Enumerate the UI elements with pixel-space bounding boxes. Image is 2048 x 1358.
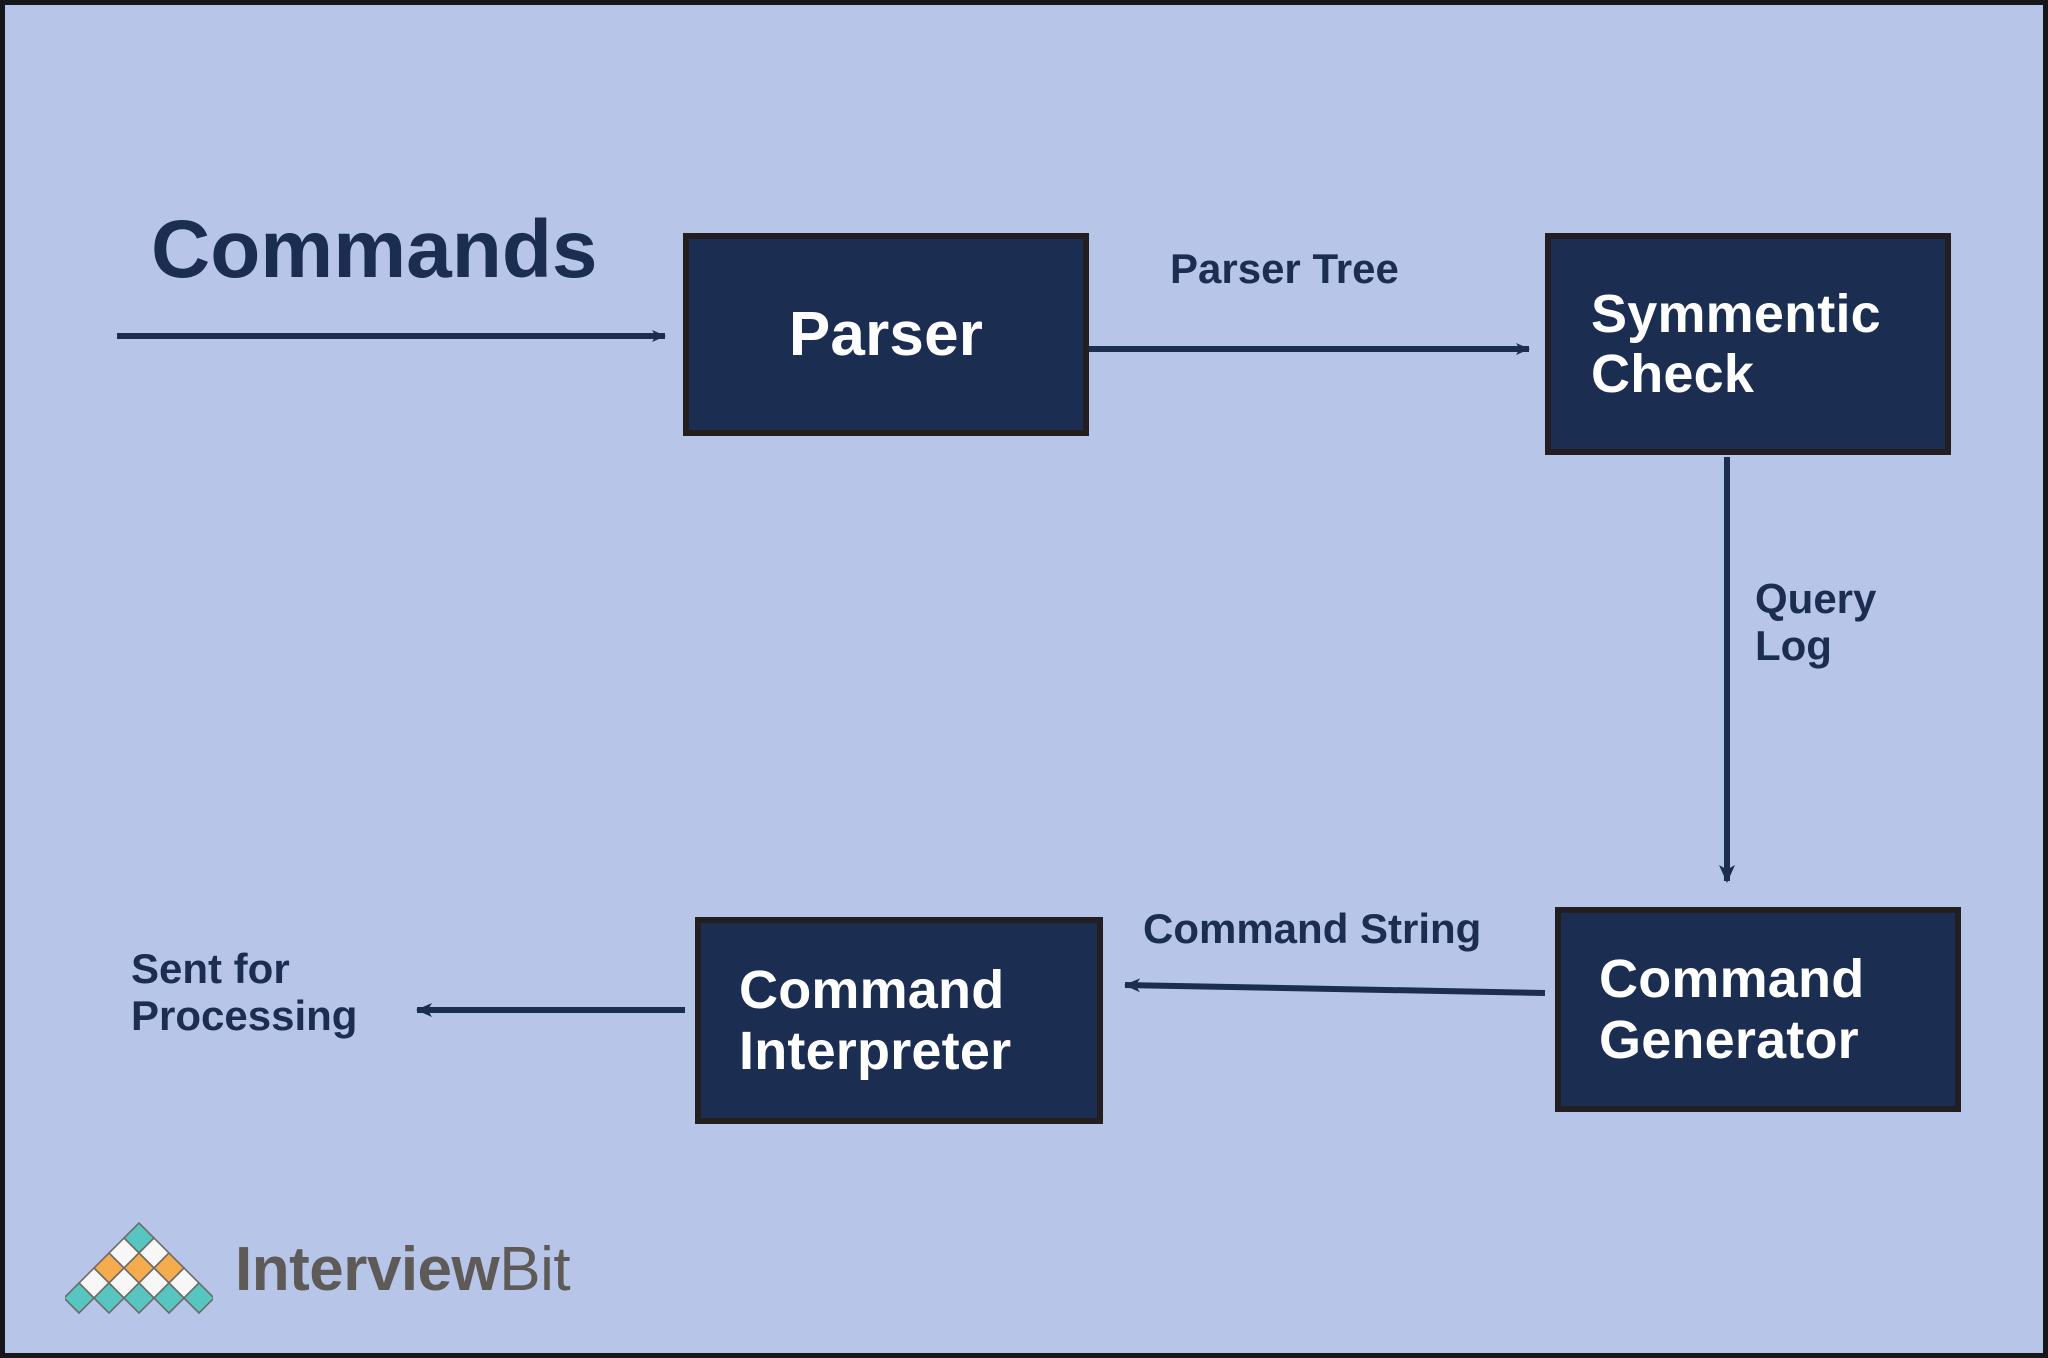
node-command-interpreter[interactable]: Command Interpreter [695,917,1103,1124]
interviewbit-logo: InterviewBit [65,1221,571,1317]
edge-label-parser-tree: Parser Tree [1170,245,1399,292]
node-command-generator-label: Command Generator [1599,949,1865,1070]
node-command-interpreter-label: Command Interpreter [739,960,1012,1081]
node-parser[interactable]: Parser [683,233,1089,436]
node-command-generator[interactable]: Command Generator [1555,907,1961,1112]
logo-name-light: Bit [499,1234,571,1304]
node-parser-label: Parser [788,299,984,369]
logo-name-bold: Interview [235,1234,500,1304]
node-symmentic-check-label: Symmentic Check [1591,283,1881,404]
interviewbit-logo-mark [65,1221,213,1315]
edge-label-query-log: Query Log [1755,575,1877,670]
node-symmentic-check[interactable]: Symmentic Check [1545,233,1951,455]
interviewbit-logo-text: InterviewBit [235,1234,571,1305]
label-sent-for-processing: Sent for Processing [131,945,358,1040]
label-commands: Commands [151,204,598,295]
edge-label-command-string: Command String [1143,905,1482,952]
arrow-command-generator-to-command-interpreter [1124,978,1546,996]
